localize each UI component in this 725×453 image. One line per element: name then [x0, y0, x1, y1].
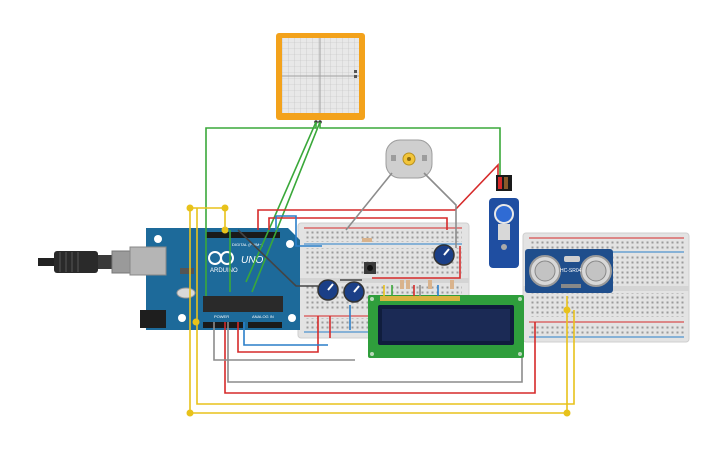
- wires: [189, 121, 575, 414]
- ultrasonic-model: HC-SR04: [560, 268, 582, 274]
- analog-header[interactable]: [248, 322, 282, 328]
- servo-icon[interactable]: [489, 175, 519, 268]
- oscilloscope[interactable]: [276, 33, 365, 124]
- ultrasonic-sensor[interactable]: HC-SR04: [525, 249, 613, 293]
- arduino-uno[interactable]: ARDUINO UNO DIGITAL (PWM~) POWER ANALOG …: [129, 228, 300, 330]
- junction-dots: [186, 204, 571, 417]
- potentiometer-icon[interactable]: [343, 281, 365, 303]
- arduino-model: UNO: [241, 255, 263, 266]
- usb-plug-icon[interactable]: [38, 250, 143, 274]
- pushbutton-icon[interactable]: [364, 262, 376, 274]
- potentiometer-icon[interactable]: [317, 279, 339, 301]
- lcd-display[interactable]: [368, 295, 524, 358]
- potentiometer-icon[interactable]: [433, 244, 455, 266]
- arduino-brand: ARDUINO: [210, 268, 238, 274]
- power-header[interactable]: [203, 322, 243, 328]
- resistor: [362, 238, 454, 289]
- analog-label: ANALOG IN: [252, 314, 274, 319]
- digital-label: DIGITAL (PWM~): [232, 242, 264, 247]
- atmega-chip: [203, 296, 283, 312]
- dc-motor-icon[interactable]: [385, 139, 433, 179]
- power-label: POWER: [214, 314, 229, 319]
